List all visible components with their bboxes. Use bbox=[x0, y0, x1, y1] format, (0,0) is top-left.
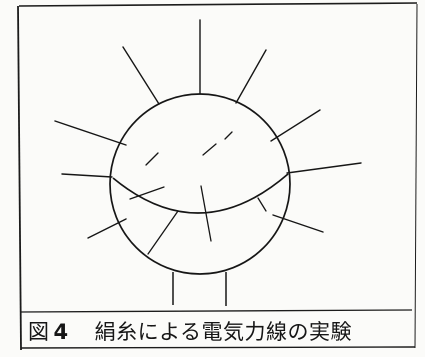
sphere-equator bbox=[112, 173, 289, 214]
figure-border bbox=[17, 2, 418, 351]
sphere-outline bbox=[109, 93, 291, 275]
silk-threads-inner bbox=[129, 131, 267, 255]
stand-legs bbox=[172, 272, 227, 306]
silk-threads-outer bbox=[54, 19, 362, 239]
sphere bbox=[109, 93, 291, 275]
figure-caption-text: 絹糸による電気力線の実験 bbox=[94, 320, 352, 344]
